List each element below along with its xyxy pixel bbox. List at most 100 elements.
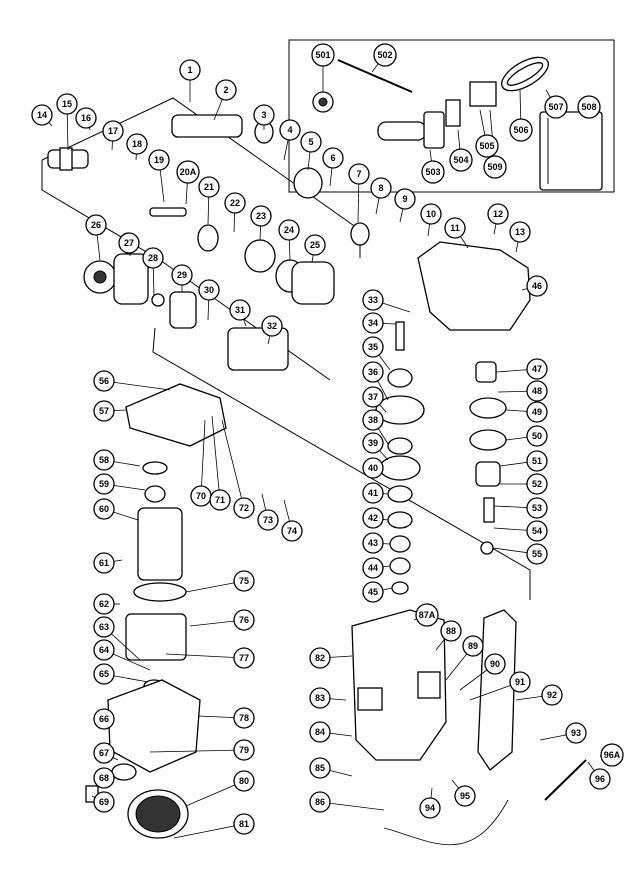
callout-number-45: 45: [368, 587, 378, 597]
callout-circle-17: [102, 120, 124, 142]
callout-number-56: 56: [99, 376, 109, 386]
callout-67: 67: [93, 742, 115, 764]
callout-number-89: 89: [468, 641, 478, 651]
callout-circle-86: [309, 791, 331, 813]
callout-number-59: 59: [99, 479, 109, 489]
callout-19: 19: [148, 149, 170, 171]
callout-29: 29: [171, 264, 193, 286]
callout-64: 64: [93, 639, 115, 661]
callout-63: 63: [93, 616, 115, 638]
depth-gauge-part: [337, 59, 413, 93]
leader-line-70: [200, 419, 206, 497]
callout-circle-10: [420, 203, 442, 225]
callout-number-92: 92: [547, 690, 557, 700]
callout-number-54: 54: [532, 526, 542, 536]
callout-number-43: 43: [368, 538, 378, 548]
callout-circle-21: [198, 176, 220, 198]
callout-number-80: 80: [239, 776, 249, 786]
parts-layer: [47, 56, 603, 846]
callout-25: 25: [304, 234, 326, 256]
callout-circle-92: [541, 684, 563, 706]
callout-circle-67: [93, 742, 115, 764]
callout-number-28: 28: [148, 253, 158, 263]
callout-40: 40: [362, 457, 384, 479]
callout-circle-45: [362, 581, 384, 603]
callout-number-21: 21: [204, 182, 214, 192]
callout-55: 55: [526, 543, 548, 565]
callout-circle-11: [444, 217, 466, 239]
callout-76: 76: [233, 609, 255, 631]
callout-9: 9: [394, 188, 416, 210]
callout-circle-82: [309, 647, 331, 669]
callout-14: 14: [31, 104, 53, 126]
callout-number-25: 25: [310, 240, 320, 250]
callout-number-509: 509: [487, 162, 502, 172]
callout-number-79: 79: [239, 745, 249, 755]
callout-number-44: 44: [368, 563, 378, 573]
callout-number-65: 65: [99, 669, 109, 679]
callout-number-37: 37: [368, 392, 378, 402]
callout-58: 58: [93, 449, 115, 471]
callout-circle-76: [233, 609, 255, 631]
callout-circle-42: [362, 507, 384, 529]
callout-circle-13: [509, 221, 531, 243]
callout-circle-64: [93, 639, 115, 661]
stator-part: [125, 613, 187, 661]
callout-number-507: 507: [548, 102, 563, 112]
callout-circle-28: [142, 247, 164, 269]
callout-circle-49: [526, 401, 548, 423]
callout-circle-69: [93, 791, 115, 813]
leader-line-86: [319, 801, 385, 811]
callout-33: 33: [362, 289, 384, 311]
callout-number-35: 35: [368, 342, 378, 352]
callout-number-38: 38: [368, 415, 378, 425]
callout-circle-71: [209, 489, 231, 511]
callout-number-71: 71: [215, 495, 225, 505]
callout-number-57: 57: [99, 406, 109, 416]
callout-41: 41: [362, 482, 384, 504]
callout-circle-47: [526, 358, 548, 380]
callout-90: 90: [484, 653, 506, 675]
callout-507: 507: [544, 95, 568, 119]
callout-circle-31: [229, 299, 251, 321]
callout-number-504: 504: [453, 155, 468, 165]
callout-15: 15: [56, 93, 78, 115]
callout-circle-91: [509, 671, 531, 693]
callout-number-64: 64: [99, 645, 109, 655]
callout-502: 502: [373, 43, 397, 67]
callout-circle-15: [56, 93, 78, 115]
callout-505: 505: [475, 134, 499, 158]
callout-number-7: 7: [356, 169, 361, 179]
callout-circle-2: [215, 79, 237, 101]
callout-number-63: 63: [99, 622, 109, 632]
callout-circle-509: [483, 155, 507, 179]
callout-number-22: 22: [230, 198, 240, 208]
callout-number-24: 24: [284, 225, 294, 235]
callout-8: 8: [370, 177, 392, 199]
callout-number-6: 6: [330, 153, 335, 163]
callout-95: 95: [454, 785, 476, 807]
callout-56: 56: [93, 370, 115, 392]
callout-72: 72: [233, 497, 255, 519]
callouts-layer: 1234567891011121314151617181920A21222324…: [31, 43, 624, 835]
callout-number-16: 16: [81, 113, 91, 123]
callout-10: 10: [420, 203, 442, 225]
callout-circle-87a: [415, 603, 439, 627]
callout-number-34: 34: [368, 318, 378, 328]
callout-number-2: 2: [223, 85, 228, 95]
callout-70: 70: [190, 485, 212, 507]
callout-circle-506: [509, 118, 533, 142]
callout-circle-14: [31, 104, 53, 126]
callout-71: 71: [209, 489, 231, 511]
callout-53: 53: [526, 497, 548, 519]
callout-number-52: 52: [532, 479, 542, 489]
callout-circle-35: [362, 336, 384, 358]
callout-42: 42: [362, 507, 384, 529]
callout-number-81: 81: [239, 819, 249, 829]
callout-circle-5: [300, 131, 322, 153]
callout-circle-95: [454, 785, 476, 807]
gear-stack-part: [375, 321, 425, 595]
callout-503: 503: [421, 160, 445, 184]
callout-45: 45: [362, 581, 384, 603]
callout-30: 30: [198, 279, 220, 301]
